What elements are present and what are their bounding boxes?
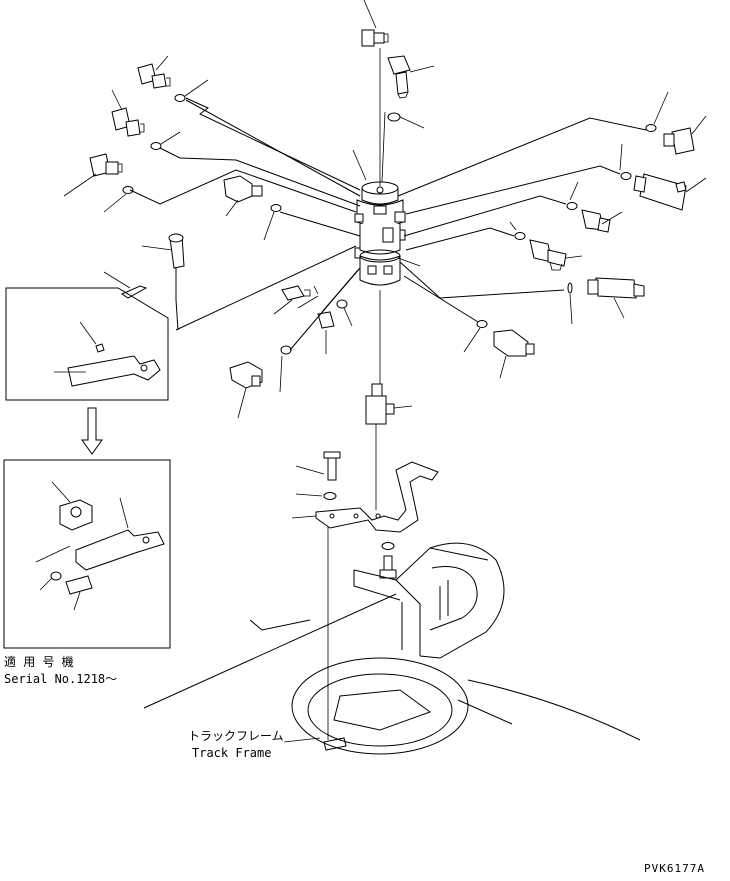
oring-top-center	[387, 112, 425, 129]
bracket-assembly	[291, 451, 439, 579]
oring-left-1	[174, 79, 209, 102]
down-arrow-icon	[81, 407, 103, 455]
drawing-code: PVK6177A	[644, 862, 705, 875]
elbow-fitting-top	[361, 0, 389, 47]
oring-left-3	[103, 186, 134, 213]
track-frame	[143, 542, 641, 755]
tee-fitting-right-2	[633, 173, 707, 211]
oring-right-5	[567, 282, 573, 325]
tee-fitting-lower-center	[365, 383, 413, 425]
detail-box-upper	[5, 287, 169, 401]
straight-fitting-right-6	[493, 329, 535, 379]
clamp-pin	[103, 233, 185, 299]
applicable-serial-jp: 適 用 号 機	[4, 654, 74, 669]
elbow-fitting-left-2	[111, 89, 145, 137]
applicable-serial-number: Serial No.1218～	[4, 672, 117, 686]
oring-right-6	[463, 320, 488, 353]
elbow-fitting-left-1	[137, 55, 171, 89]
elbow-fitting-right-4	[529, 239, 583, 271]
oring-lower-3	[279, 345, 292, 393]
track-frame-label-jp: トラックフレーム	[188, 729, 284, 743]
straight-fitting-right-3	[581, 209, 623, 233]
elbow-fitting-right-1	[663, 115, 707, 155]
elbow-fitting-top-2	[387, 55, 435, 99]
oring-right-4	[509, 221, 526, 240]
center-axis-lines	[327, 48, 381, 740]
straight-fitting-left-3	[63, 153, 123, 197]
swivel-joint	[352, 111, 421, 286]
track-frame-label-en: Track Frame	[192, 746, 271, 760]
straight-fitting-left-4	[223, 175, 263, 217]
oring-left-4	[263, 204, 282, 241]
oring-left-2	[150, 131, 181, 150]
oring-right-2	[619, 143, 632, 180]
adapter-fitting-lower-1	[273, 285, 319, 315]
union-fitting-right-5	[587, 277, 645, 319]
oring-right-1	[645, 91, 669, 132]
oring-right-3	[566, 181, 579, 210]
hose-runs	[129, 97, 647, 351]
detail-box-lower	[3, 459, 171, 649]
oring-lower-2	[336, 299, 353, 327]
elbow-fitting-lower-3	[229, 361, 263, 419]
plug-fitting-lower-2	[317, 311, 335, 354]
